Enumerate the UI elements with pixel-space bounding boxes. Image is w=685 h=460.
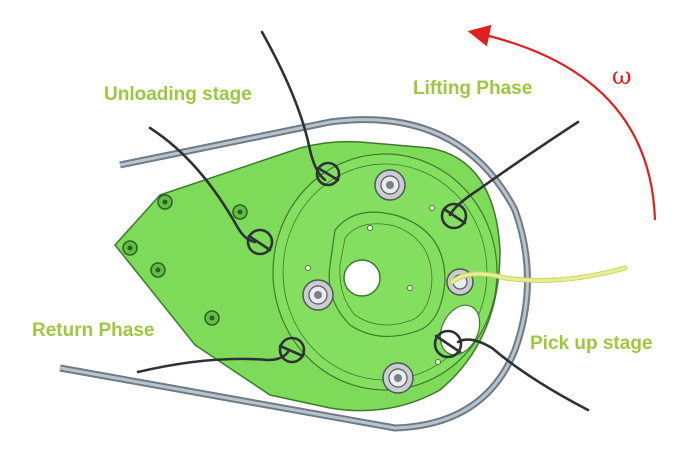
rotation-arrow: [467, 24, 657, 221]
label-unloading-stage: Unloading stage: [104, 84, 252, 105]
spring-tines: [136, 30, 590, 412]
outer-guide-rail-inner: [59, 118, 529, 430]
label-lifting-phase: Lifting Phase: [413, 78, 533, 99]
angular-velocity-symbol: ω: [612, 62, 632, 90]
cam-track-inner: [339, 223, 433, 326]
cam-track: [328, 211, 446, 338]
label-return-phase: Return Phase: [32, 320, 155, 341]
tine-right: [448, 120, 580, 217]
label-pick-up-stage: Pick up stage: [530, 333, 653, 354]
tine-bottom-right: [456, 338, 590, 412]
shaft-hole: [343, 259, 381, 297]
bearings: [302, 169, 474, 394]
plate-cutout: [439, 304, 481, 356]
